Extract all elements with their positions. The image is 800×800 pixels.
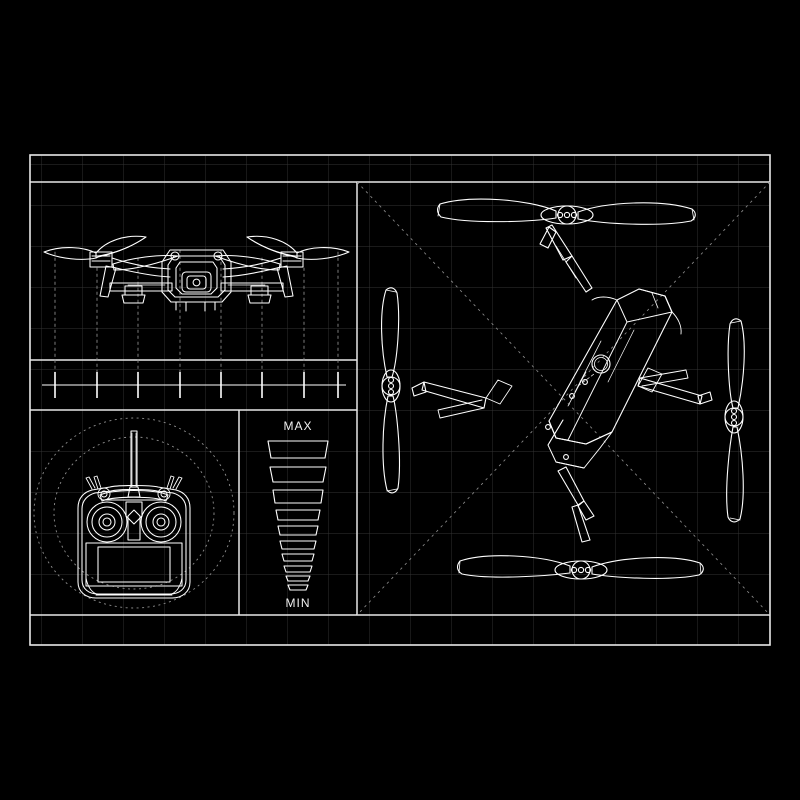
drone-perspective-view [357, 182, 770, 615]
rotor-arm-bottom [557, 466, 595, 543]
front-right-propellers [214, 235, 350, 271]
remote-controller-plan [33, 417, 235, 609]
controller-antenna [127, 430, 141, 498]
drone-fuselage [545, 288, 673, 469]
controller-device-mount [125, 501, 143, 541]
rotor-arm-right [637, 369, 713, 405]
front-left-propellers [43, 235, 179, 271]
ruler-ticks [54, 372, 339, 398]
panel-dividers [30, 182, 770, 616]
propeller-bottom [457, 555, 704, 580]
front-leg-pads [121, 285, 272, 304]
controller-shoulder-switches [85, 475, 183, 501]
projection-lines [54, 249, 339, 393]
outer-frame [29, 154, 771, 646]
construction-diagonals [357, 182, 770, 615]
dimension-ruler [42, 372, 346, 398]
gauge-bars [267, 440, 329, 591]
propeller-left [381, 287, 401, 494]
rotor-arm-top [539, 224, 593, 293]
controller-joysticks [86, 501, 182, 543]
propeller-right [724, 318, 745, 523]
controller-top-bridge [99, 490, 169, 502]
front-landing-legs [99, 265, 294, 298]
front-arms [111, 257, 282, 278]
background-grid [30, 155, 770, 645]
signal-range-rings [33, 417, 235, 609]
front-lower-arms [109, 282, 284, 292]
front-body-shell [161, 249, 232, 312]
controller-grips [85, 577, 183, 596]
arm-root-joints [485, 296, 682, 405]
gauge-max-label: MAX [283, 419, 312, 433]
drone-front-elevation [43, 235, 350, 393]
gauge-min-label: MIN [286, 596, 311, 610]
rotor-arm-left [411, 381, 487, 419]
propeller-top [436, 198, 696, 225]
controller-screen [85, 542, 183, 587]
signal-strength-gauge: MAX MIN [267, 419, 329, 610]
